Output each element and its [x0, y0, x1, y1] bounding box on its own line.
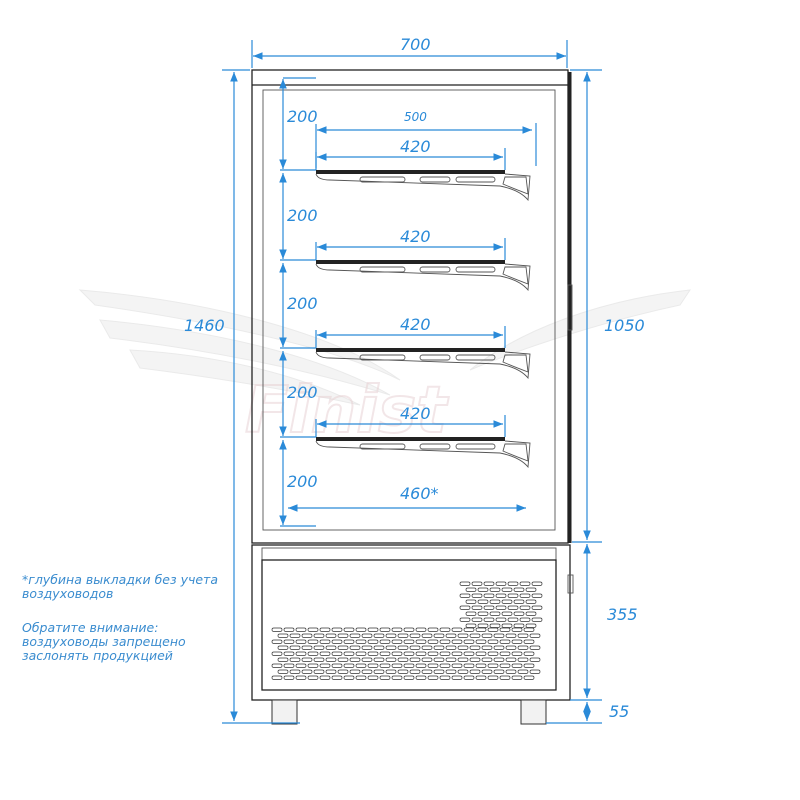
shelf: 420 [315, 404, 531, 469]
ventilation-grille [271, 581, 543, 680]
dim-shelf-width: 420 [400, 404, 431, 423]
dim-shelf-spacing: 200 [287, 107, 318, 126]
foot-left [271, 699, 298, 725]
dim-bottom-depth: 460* [400, 484, 439, 503]
dim-shelf-spacing: 200 [287, 206, 318, 225]
dim-height-feet: 55 [609, 702, 629, 721]
shelves: 420 420 420 420 [315, 137, 531, 469]
footnote-line: *глубина выкладки без учета [22, 572, 219, 587]
shelf: 420 [315, 227, 531, 292]
dim-height-base: 355 [607, 605, 638, 624]
dim-shelf-spacing: 200 [287, 383, 318, 402]
cabinet-base [251, 544, 574, 725]
dim-shelf-spacing: 200 [287, 294, 318, 313]
dim-shelf-width: 420 [400, 227, 431, 246]
main-dimensions: 700 1460 1050 355 55 500 460* [184, 35, 645, 721]
watermark-text: Finist [245, 374, 449, 448]
cabinet-upper [251, 69, 573, 544]
warning-note: Обратите внимание: воздуховоды запрещено… [22, 621, 186, 663]
dim-shelf-depth: 500 [404, 110, 427, 124]
foot-right [520, 699, 547, 725]
extension-lines [222, 40, 602, 724]
warning-line: заслонять продукцией [22, 648, 173, 663]
dim-height-display: 1050 [604, 316, 645, 335]
warning-line: Обратите внимание: [22, 620, 159, 635]
dim-width-total: 700 [400, 35, 431, 54]
dim-shelf-width: 420 [400, 315, 431, 334]
dim-shelf-width: 420 [400, 137, 431, 156]
dim-height-total: 1460 [184, 316, 225, 335]
footnote-line: воздуховодов [22, 586, 114, 601]
warning-line: воздуховоды запрещено [22, 634, 186, 649]
dim-shelf-spacing: 200 [287, 472, 318, 491]
shelf: 420 [315, 137, 531, 202]
shelf-spacing-dimensions: 200 200 200 200 200 [279, 79, 318, 527]
finist-watermark: Finist [78, 289, 692, 449]
footnote: *глубина выкладки без учета воздуховодов [22, 573, 218, 601]
shelf: 420 [315, 315, 531, 380]
